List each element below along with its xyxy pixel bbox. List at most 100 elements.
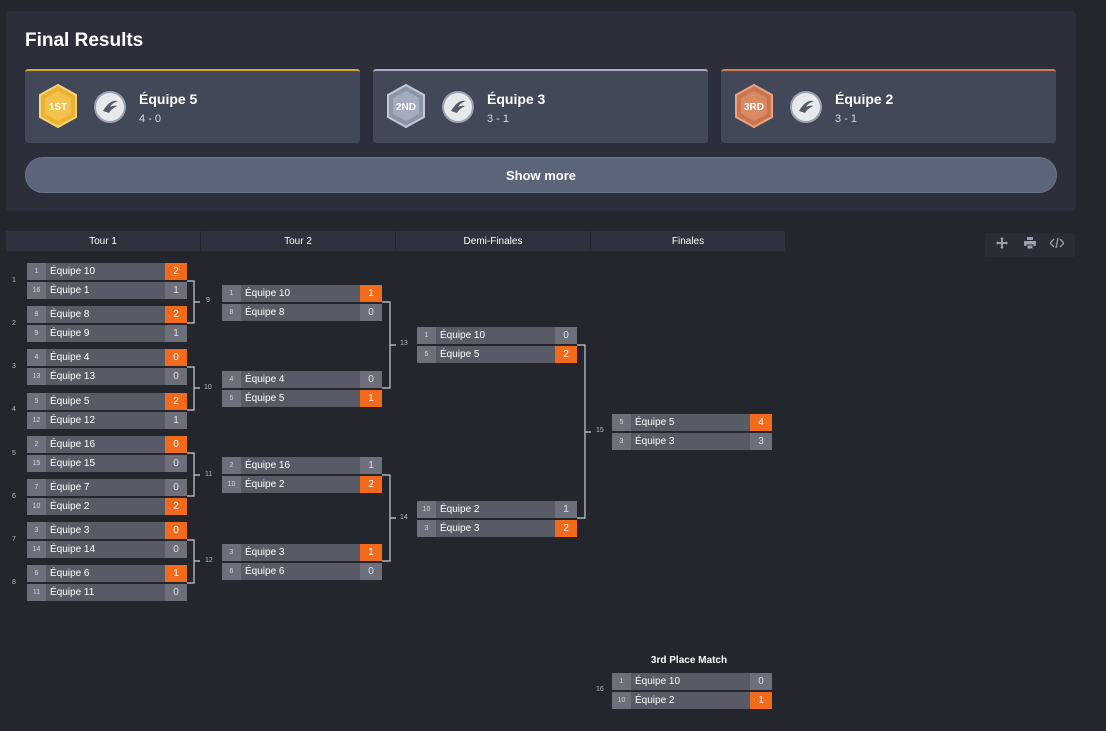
team-name: Équipe 5	[635, 417, 675, 428]
team-name: Équipe 5	[50, 396, 90, 407]
match-number: 9	[206, 297, 210, 304]
team-name: Équipe 12	[50, 415, 96, 426]
round-header-2: Tour 2	[201, 231, 395, 251]
match-number: 3	[12, 363, 16, 370]
team-name: Équipe 4	[245, 374, 285, 385]
score: 4	[750, 414, 772, 431]
seed: 16	[27, 282, 46, 299]
seed: 13	[27, 368, 46, 385]
score: 1	[555, 501, 577, 518]
show-more-button[interactable]: Show more	[25, 157, 1057, 193]
team-name: Équipe 16	[50, 439, 96, 450]
score: 1	[165, 412, 187, 429]
score: 0	[165, 584, 187, 601]
code-icon[interactable]	[1049, 237, 1065, 253]
podium-third[interactable]: 3RD Équipe 2 3 - 1	[721, 69, 1056, 143]
podium-second[interactable]: 2ND Équipe 3 3 - 1	[373, 69, 708, 143]
podium-team-name: Équipe 2	[835, 91, 894, 107]
match-number: 1	[12, 277, 16, 284]
team-name: Équipe 2	[50, 501, 90, 512]
team-name: Équipe 10	[245, 288, 291, 299]
score: 0	[165, 436, 187, 453]
score: 2	[165, 263, 187, 280]
score: 2	[555, 346, 577, 363]
score: 2	[165, 498, 187, 515]
score: 0	[165, 522, 187, 539]
team-name: Équipe 6	[245, 566, 285, 577]
third-place-title: 3rd Place Match	[650, 655, 728, 666]
final-results-panel: Final Results 1ST Équipe 5 4 - 0 2ND Équ…	[6, 11, 1076, 211]
team-name: Équipe 1	[50, 285, 90, 296]
seed: 3	[417, 520, 436, 537]
medal-label: 1ST	[49, 102, 67, 113]
seed: 4	[27, 349, 46, 366]
match-number: 8	[12, 579, 16, 586]
podium-first[interactable]: 1ST Équipe 5 4 - 0	[25, 69, 360, 143]
score: 0	[360, 304, 382, 321]
round-header-1: Tour 1	[6, 231, 200, 251]
team-logo-icon	[442, 91, 474, 123]
podium-team-name: Équipe 5	[139, 91, 198, 107]
bronze-medal-icon: 3RD	[735, 83, 773, 129]
score: 0	[165, 541, 187, 558]
print-icon[interactable]	[1022, 237, 1038, 253]
match-number: 14	[400, 514, 408, 521]
match-number: 7	[12, 536, 16, 543]
team-name: Équipe 10	[440, 330, 486, 341]
score: 0	[165, 479, 187, 496]
seed: 8	[222, 304, 241, 321]
seed: 14	[27, 541, 46, 558]
move-icon[interactable]	[994, 237, 1010, 253]
team-name: Équipe 2	[635, 695, 675, 706]
score: 1	[360, 285, 382, 302]
